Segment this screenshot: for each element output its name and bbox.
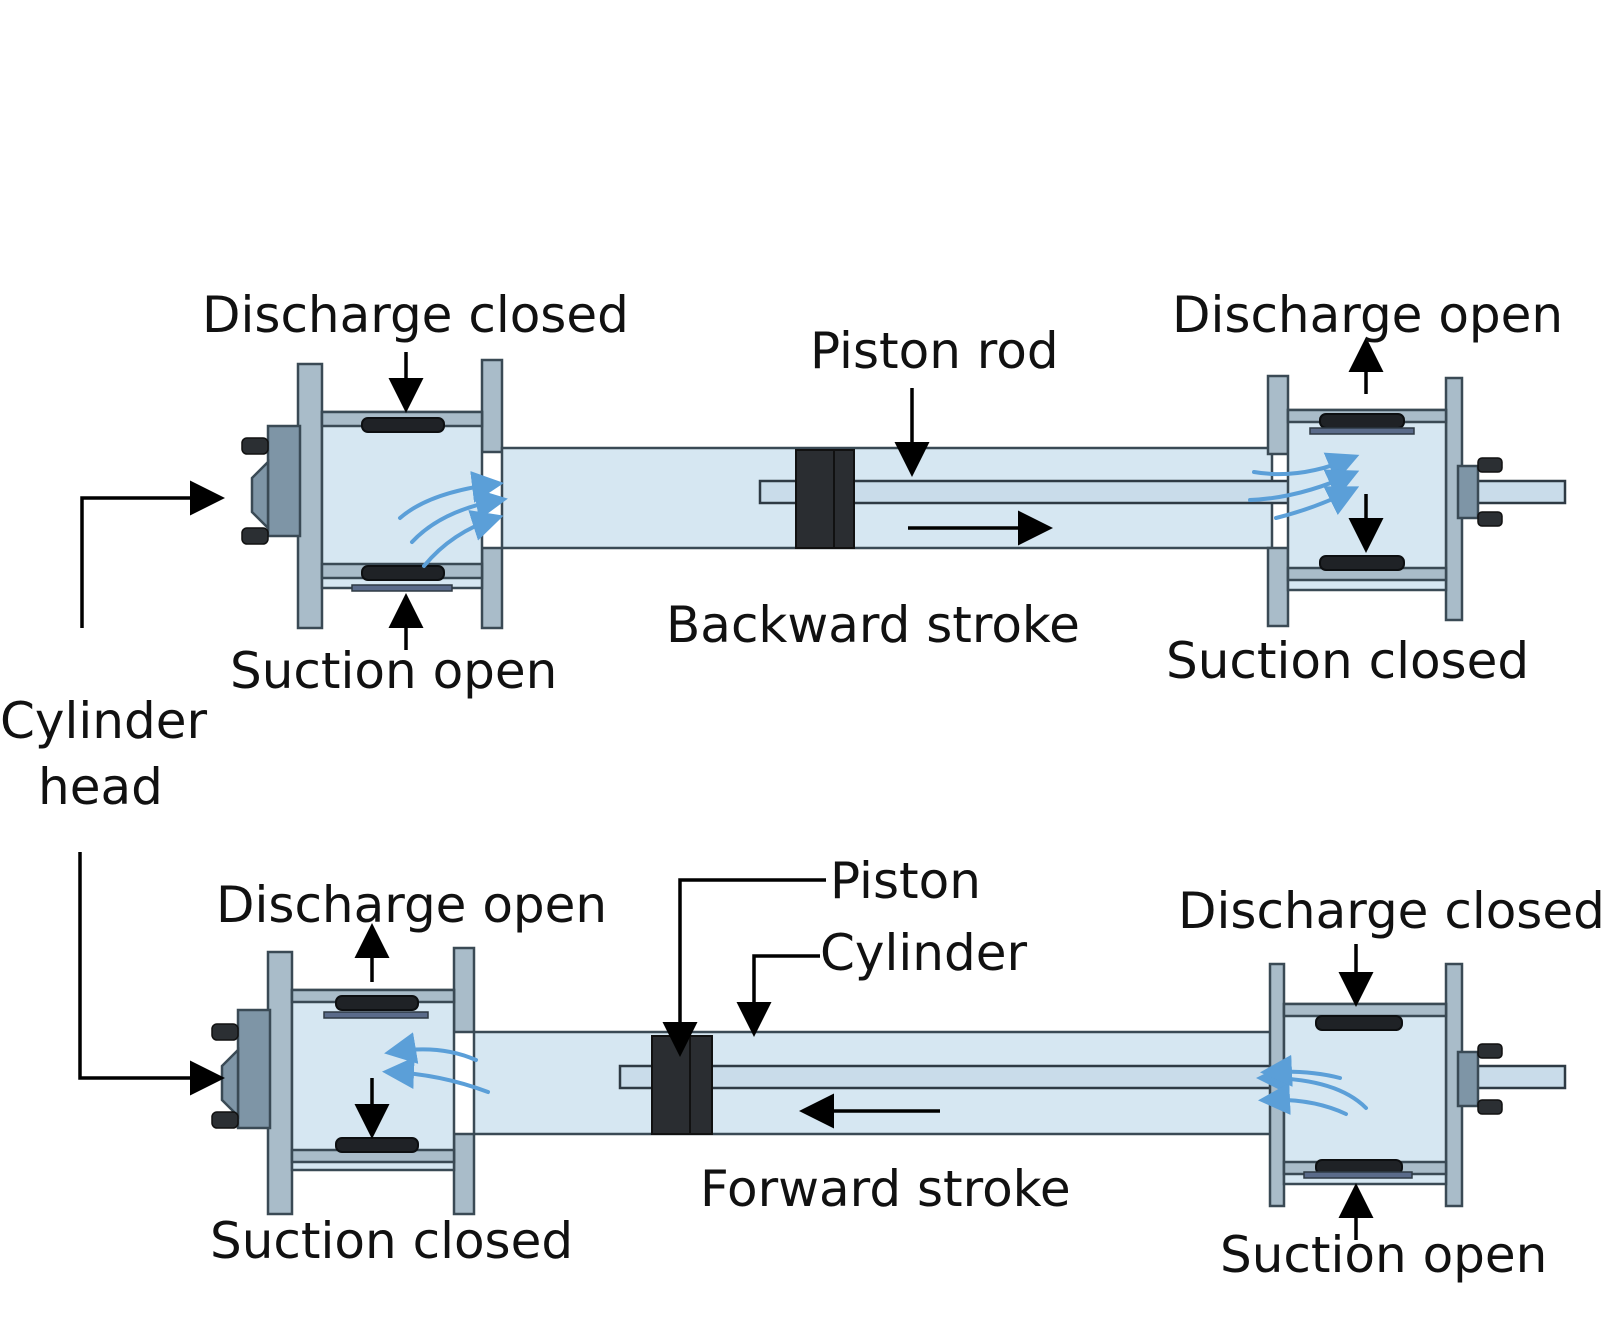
discharge-valve-disc	[1319, 413, 1405, 429]
leader-arrow	[736, 954, 820, 1037]
cylinder-head	[266, 424, 302, 538]
flow-arrow-icon	[1256, 1054, 1368, 1116]
bolt	[1477, 1043, 1503, 1059]
flange	[1268, 962, 1286, 1208]
label-piston: Piston	[830, 852, 981, 910]
suction-valve-disc	[361, 565, 445, 581]
chamber	[320, 410, 484, 590]
top-right-valve-block	[1266, 374, 1503, 628]
flow-arrow-icon	[1248, 452, 1360, 520]
discharge-valve-disc	[335, 995, 419, 1011]
flange	[296, 362, 324, 630]
leader-arrow	[662, 878, 826, 1057]
flange	[480, 358, 504, 454]
label-bottom-right-discharge: Discharge closed	[1178, 882, 1605, 940]
flange	[266, 950, 294, 1216]
flange	[1266, 374, 1290, 456]
flange	[1266, 546, 1290, 628]
label-cylinder: Cylinder	[820, 924, 1027, 982]
gland	[1456, 464, 1480, 520]
label-bottom-left-discharge: Discharge open	[216, 876, 607, 934]
label-top-left-discharge: Discharge closed	[202, 286, 629, 344]
label-top-right-discharge: Discharge open	[1172, 286, 1563, 344]
flow-arrow-icon	[382, 1032, 490, 1094]
bolt	[1477, 511, 1503, 527]
label-bottom-left-suction: Suction closed	[210, 1212, 573, 1270]
discharge-valve-disc	[361, 417, 445, 433]
label-forward-stroke: Forward stroke	[700, 1160, 1071, 1218]
suction-valve-disc	[335, 1137, 419, 1153]
label-cylinder-head-line2: head	[38, 758, 163, 816]
gland	[1456, 1050, 1480, 1108]
top-left-valve-block	[241, 358, 504, 630]
flange	[452, 946, 476, 1034]
bolt	[241, 527, 269, 545]
bolt	[1477, 457, 1503, 473]
bolt	[1477, 1099, 1503, 1115]
label-piston-rod: Piston rod	[810, 322, 1059, 380]
bottom-left-valve-block	[211, 946, 476, 1216]
label-top-right-suction: Suction closed	[1166, 632, 1529, 690]
discharge-valve-disc	[1315, 1015, 1403, 1031]
bottom-pump	[211, 878, 1567, 1240]
flange	[452, 1132, 476, 1216]
piston	[651, 1035, 691, 1135]
bolt	[241, 437, 269, 455]
bolt	[211, 1111, 239, 1129]
label-backward-stroke: Backward stroke	[666, 596, 1080, 654]
piston	[795, 449, 835, 549]
bottom-right-valve-block	[1268, 962, 1503, 1208]
label-top-left-suction: Suction open	[230, 642, 557, 700]
label-cylinder-head-line1: Cylinder	[0, 692, 207, 750]
flow-arrow-icon	[398, 471, 508, 568]
leader-arrow	[80, 480, 225, 628]
cylinder-head	[236, 1008, 272, 1130]
label-bottom-right-suction: Suction open	[1220, 1226, 1547, 1284]
top-pump	[241, 337, 1567, 650]
leader-arrow	[78, 852, 225, 1096]
flange	[480, 546, 504, 630]
suction-valve-disc	[1319, 555, 1405, 571]
bolt	[211, 1023, 239, 1041]
